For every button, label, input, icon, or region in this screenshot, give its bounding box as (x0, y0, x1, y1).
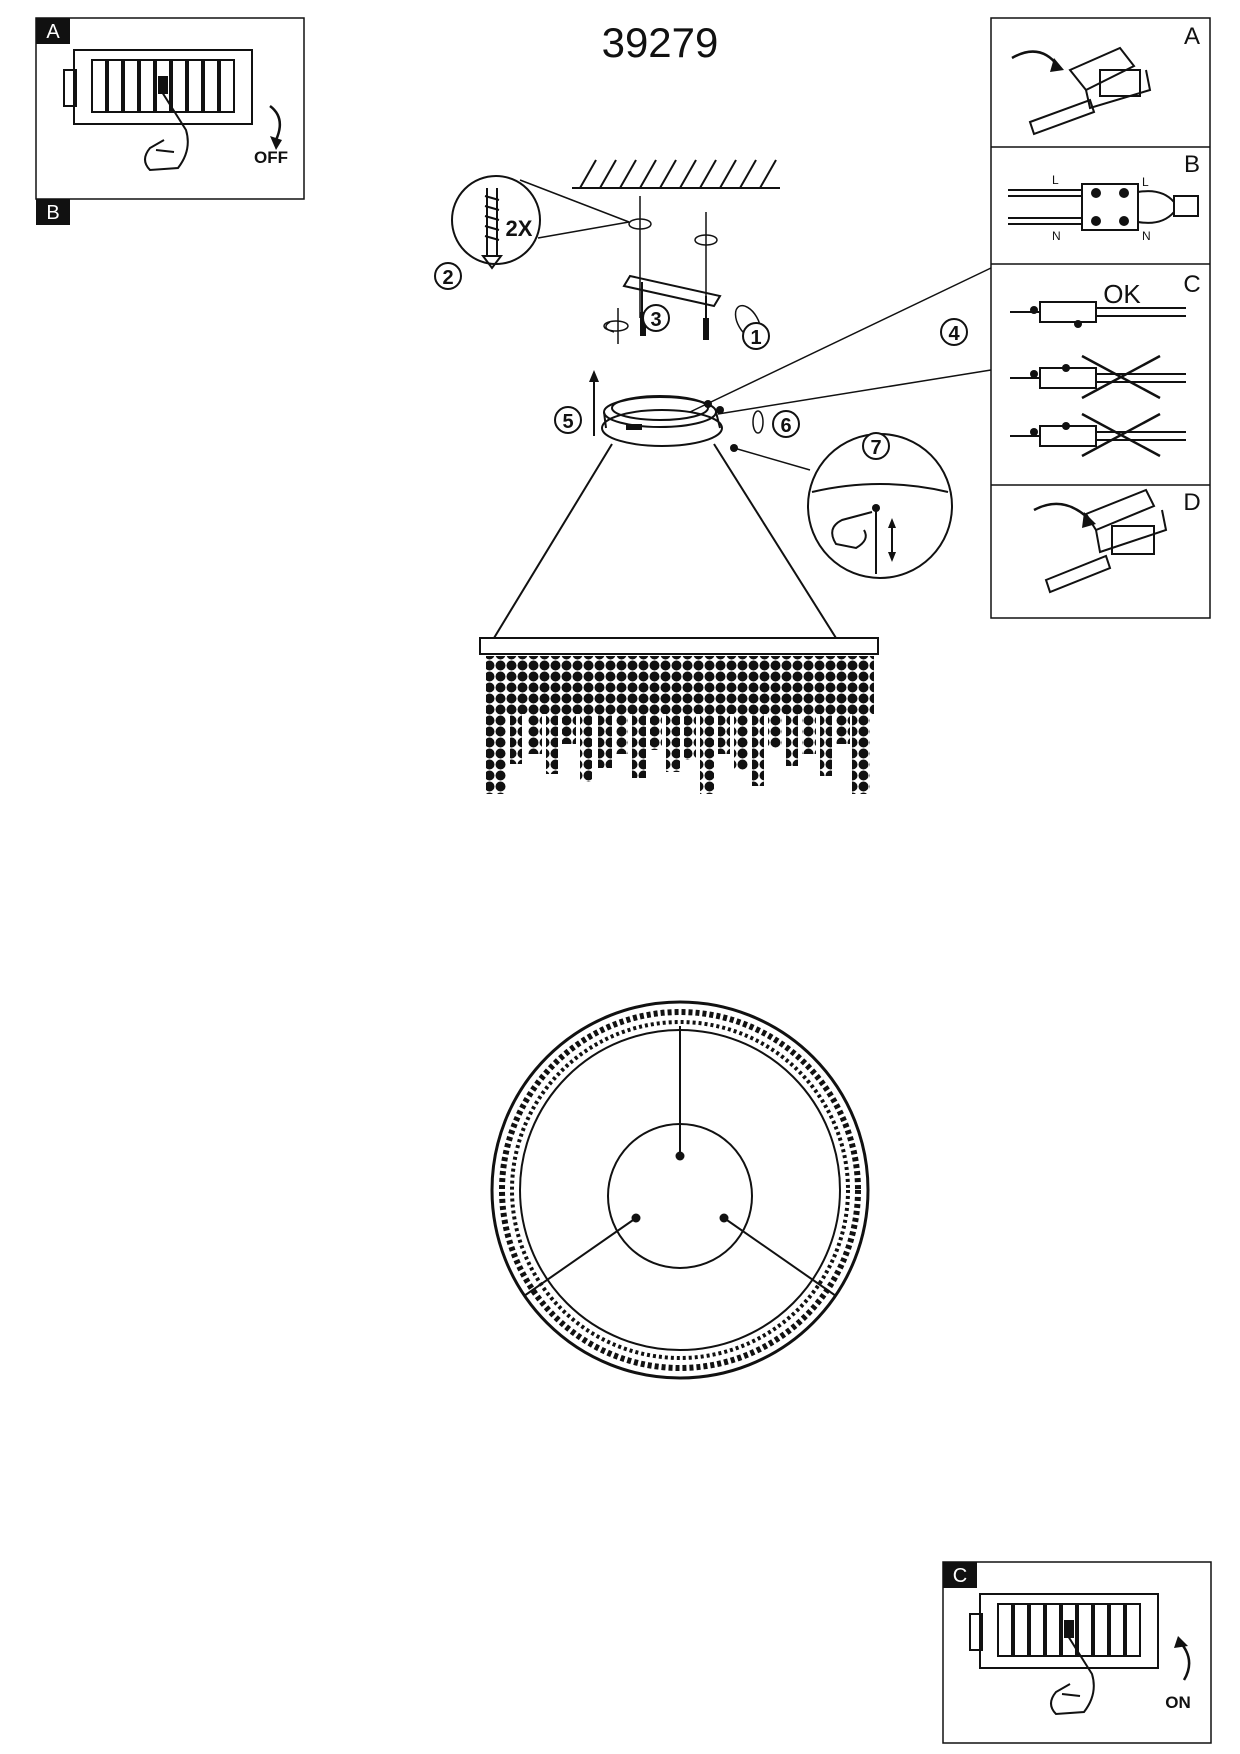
hand-icon (144, 91, 189, 172)
wire-n2-label: N (1142, 229, 1151, 243)
detail-c-strip-length: C OK (1010, 271, 1201, 458)
terminal-block-icon (1028, 46, 1152, 136)
wire-n-label: N (1052, 229, 1061, 243)
rotate-arrow-icon (269, 105, 282, 141)
step-2-number: 2 (442, 267, 453, 289)
rotate-arrow-icon (1179, 1641, 1191, 1681)
panel-tag-c: C (953, 1565, 967, 1587)
close-arrow-icon (1033, 502, 1091, 521)
screw-count-label: 2X (506, 216, 533, 241)
hand-icon (1050, 1635, 1095, 1716)
crystal-ring-outer (499, 1009, 861, 1371)
hand-icon (831, 511, 873, 550)
switch-on-label: ON (1165, 1693, 1191, 1712)
step-6-number: 6 (780, 415, 791, 437)
step-7-number: 7 (870, 437, 881, 459)
step-4-callout: 4 (940, 318, 968, 346)
hanging-crystals (486, 656, 874, 794)
panel-tag-b: B (46, 202, 59, 224)
breaker-box-icon (63, 49, 253, 125)
panel-switch-on: C ON (942, 1561, 1212, 1744)
cable-anchor (631, 1213, 641, 1223)
wire-l-label: L (1052, 173, 1059, 187)
step-3-callout: 3 (642, 304, 670, 332)
panel-switch-off: A B OFF (35, 17, 305, 225)
panel-tag-a: A (46, 21, 60, 43)
detail-column: A B L (990, 17, 1211, 619)
panel-tag-b-bg (36, 199, 70, 225)
cable-adjust-magnifier: 7 (807, 432, 953, 579)
detail-d-tag: D (1183, 489, 1200, 516)
rotate-arrow-icon (603, 308, 629, 344)
detail-b-wiring: B L L N N (1008, 151, 1200, 243)
cross-mark-icon (1081, 412, 1161, 458)
crystal-ring-band (479, 637, 879, 655)
ceiling-hatch (579, 159, 777, 189)
suspension-cable (523, 1217, 637, 1297)
wire-l2-label: L (1142, 175, 1149, 189)
push-arrow-icon (1011, 50, 1059, 67)
drill-hole (628, 218, 652, 230)
cable-anchor (675, 1151, 685, 1161)
step-1-number: 1 (750, 327, 761, 349)
switch-off-label: OFF (254, 148, 288, 167)
detail-d-connector-close: D (1033, 488, 1201, 594)
detail-a-tag: A (1184, 23, 1200, 50)
dowel-magnifier: 2X (451, 175, 630, 270)
detail-b-tag: B (1184, 151, 1200, 178)
step-2-callout: 2 (434, 262, 462, 290)
panel-tag-c-bg (943, 1562, 977, 1588)
canopy-ring (601, 395, 723, 447)
lamp-side-view: 5 6 4 7 (479, 267, 992, 794)
step-1-callout: 1 (742, 322, 770, 350)
step-4-number: 4 (948, 323, 960, 345)
step-3-number: 3 (650, 309, 661, 331)
suspension-cable (723, 1217, 837, 1297)
ok-label: OK (1103, 279, 1141, 309)
screw-icon (481, 188, 503, 270)
ceiling-mount-diagram: 2X 2 3 1 (434, 159, 780, 350)
crystal-ring-inner (510, 1020, 850, 1360)
cross-mark-icon (1081, 354, 1161, 400)
cable-anchor (719, 1213, 729, 1223)
outer-ring (490, 1000, 870, 1380)
panel-tag-a-bg (36, 18, 70, 44)
detail-a-connector-open: A (1011, 23, 1200, 136)
connector-correct (1010, 301, 1186, 323)
lamp-top-view (490, 1000, 870, 1380)
model-number-title: 39279 (602, 19, 719, 66)
detail-c-tag: C (1183, 271, 1200, 298)
breaker-box-icon (969, 1593, 1159, 1669)
step-6-callout: 6 (772, 410, 800, 438)
step-5-callout: 5 (554, 406, 582, 434)
step-5-number: 5 (562, 411, 573, 433)
drill-hole (694, 234, 718, 246)
